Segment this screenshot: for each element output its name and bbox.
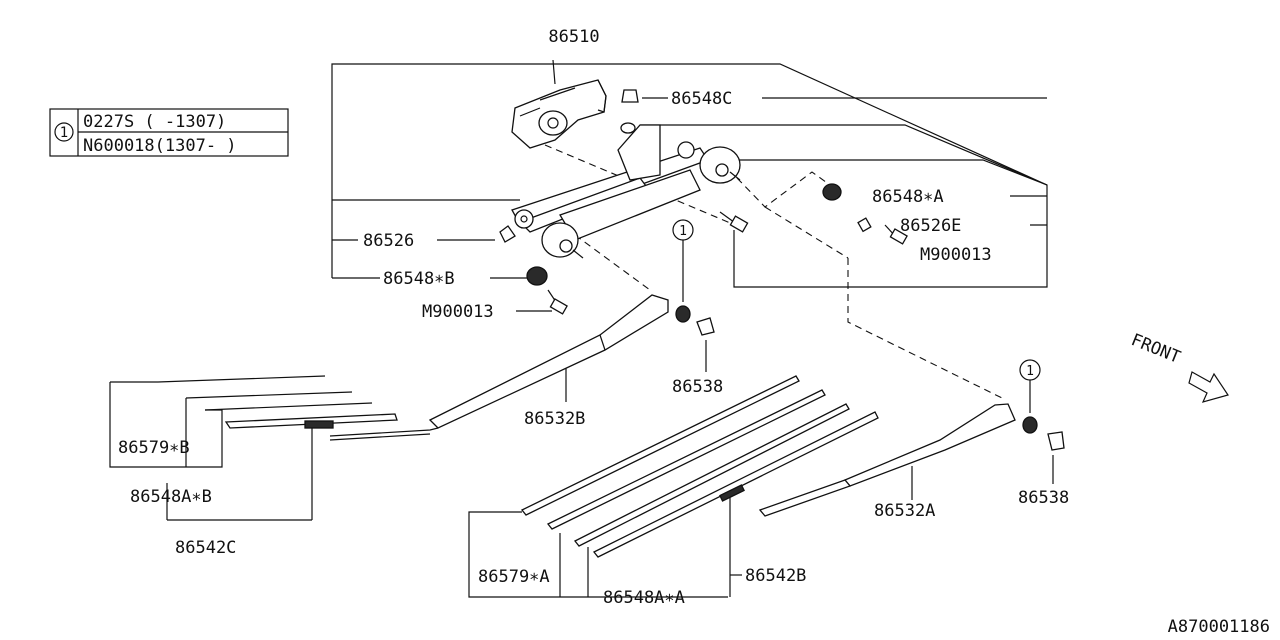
label-leaders	[437, 97, 1047, 312]
legend-marker-circle	[54, 122, 74, 142]
wiper-blade-set-b	[109, 375, 398, 521]
nut-86538-arm-b	[672, 219, 715, 372]
legend-row-2: N600018(1307- )	[83, 136, 237, 156]
wiper-blade-set-a	[468, 375, 879, 598]
wiper-arm-86532A	[758, 403, 1016, 517]
label-86548AxA: 86548A∗A	[603, 588, 685, 608]
label-86548xB: 86548∗B	[383, 269, 455, 289]
nut-86538-arm-a	[1019, 359, 1065, 484]
hardware-m900013-top	[884, 224, 908, 245]
wiper-linkage	[499, 122, 741, 259]
label-86526E: 86526E	[900, 216, 961, 236]
hardware-86548C	[621, 89, 668, 103]
hardware-86548xB	[526, 266, 548, 286]
label-86510: 86510	[548, 27, 599, 47]
dashed-alignment-lines	[544, 144, 1003, 399]
front-arrow	[1188, 371, 1229, 403]
label-86526: 86526	[363, 231, 414, 251]
label-86532A: 86532A	[874, 501, 935, 521]
label-86579xB: 86579∗B	[118, 438, 190, 458]
label-front: FRONT	[1128, 330, 1183, 368]
legend-row-1: 0227S ( -1307)	[83, 112, 226, 132]
hardware-86526E	[857, 217, 872, 233]
linkage-frame-lines	[331, 63, 1048, 288]
part-labels: 86510 86548C 86548∗A 86526E M900013 8652…	[118, 27, 1270, 637]
label-86548C: 86548C	[671, 89, 732, 109]
label-86548xA: 86548∗A	[872, 187, 944, 207]
wiper-arm-86532B	[329, 294, 669, 441]
hardware-86526-bolt	[719, 211, 749, 233]
label-86538-b: 86538	[1018, 488, 1069, 508]
callout-marker-arm-b: 1	[679, 224, 687, 239]
hardware-86548xA	[822, 183, 842, 201]
legend-table: 1 0227S ( -1307) N600018(1307- )	[49, 108, 289, 157]
label-m900013-top: M900013	[920, 245, 992, 265]
label-86548AxB: 86548A∗B	[130, 487, 212, 507]
drawing-id: A870001186	[1168, 617, 1270, 637]
legend-marker: 1	[60, 125, 68, 141]
label-86542B: 86542B	[745, 566, 806, 586]
callout-markers: 1 1	[679, 224, 1034, 379]
label-86538-a: 86538	[672, 377, 723, 397]
hardware-m900013-left	[547, 289, 568, 315]
label-86579xA: 86579∗A	[478, 567, 550, 587]
label-86532B: 86532B	[524, 409, 585, 429]
label-86542C: 86542C	[175, 538, 236, 558]
label-m900013-left: M900013	[422, 302, 494, 322]
callout-marker-arm-a: 1	[1026, 364, 1034, 379]
wiper-motor	[511, 59, 607, 149]
